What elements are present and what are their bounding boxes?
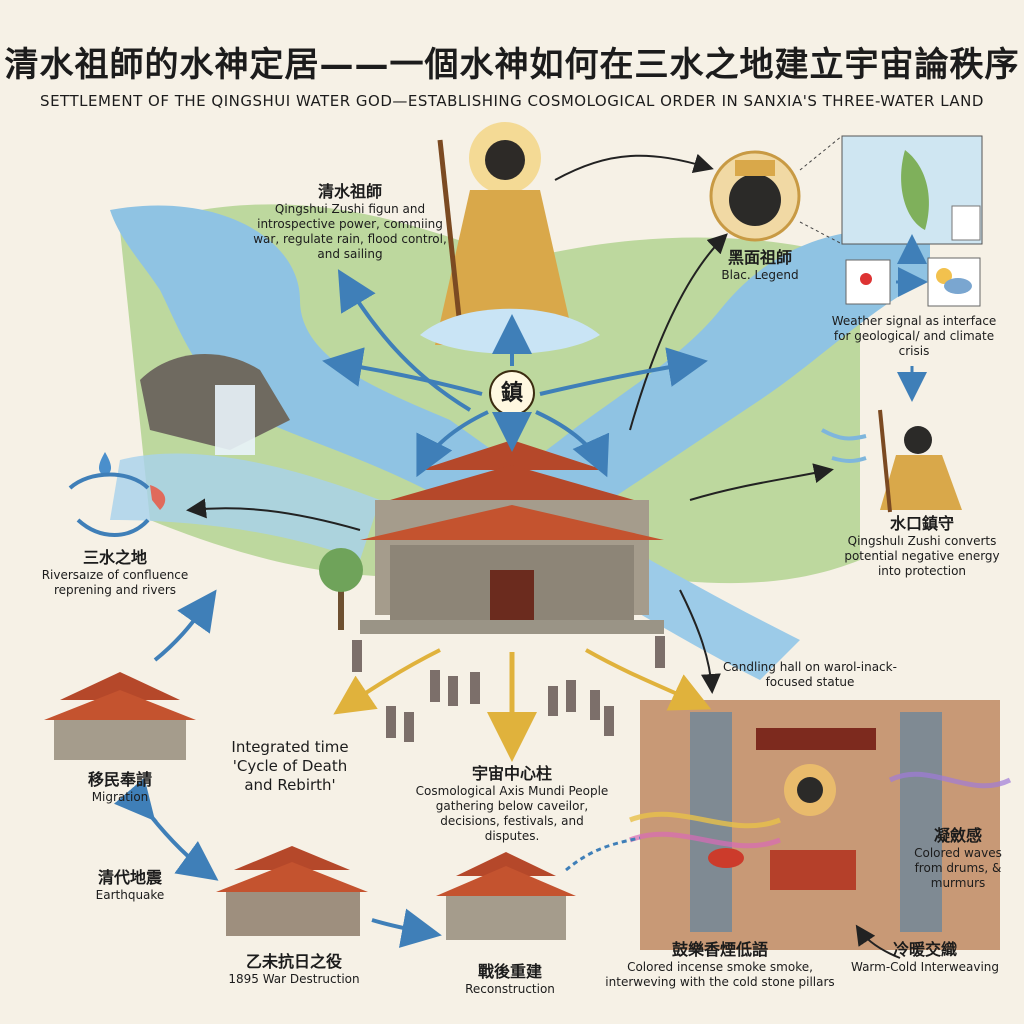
node-war-zh: 乙未抗日之役	[245, 952, 342, 971]
arrow-up-to-black	[629, 233, 728, 431]
temple-war	[216, 846, 368, 936]
node-black-en: Blac. Legend	[721, 268, 799, 282]
node-earthquake-en: Earthquake	[95, 888, 165, 902]
node-war: 乙未抗日之役 1895 War Destruction	[214, 952, 374, 987]
node-recon-en: Reconstruction	[465, 982, 555, 996]
node-drums-zh: 鼓樂香煙低語	[671, 940, 768, 959]
water-cycle-icon	[68, 452, 166, 537]
node-drums: 鼓樂香煙低語 Colored incense smoke smoke, inte…	[600, 940, 840, 990]
node-warmcold-zh: 冷暖交織	[892, 940, 957, 959]
river-right	[520, 228, 930, 520]
node-war-en: 1895 War Destruction	[228, 972, 360, 986]
central-temple	[360, 440, 664, 634]
node-ning: 凝斂感 Colored waves from drums, & murmurs	[906, 826, 1010, 891]
node-weather: Weather signal as interface for geologic…	[831, 314, 997, 358]
node-guard-en: Qingshulı Zushi converts potential negat…	[844, 534, 1000, 578]
node-time: Integrated time 'Cycle of Death and Rebi…	[231, 738, 349, 794]
node-zushi: 清水祖師 Qingshui Zushi figun and introspect…	[250, 182, 450, 262]
node-ning-en: Colored waves from drums, & murmurs	[914, 846, 1002, 890]
arrow-migration-earthquake	[148, 813, 219, 881]
seal-character: 鎮	[500, 381, 523, 406]
arrow-to-guard	[689, 463, 834, 501]
node-zushi-en: Qingshui Zushi figun and introspective p…	[253, 202, 447, 261]
node-migration-zh: 移民奉請	[87, 770, 152, 789]
arrow-deity-to-black	[554, 153, 714, 181]
node-drums-en: Colored incense smoke smoke, interweving…	[605, 960, 835, 989]
node-ning-zh: 凝斂感	[933, 826, 982, 845]
temple-migration	[44, 672, 196, 760]
node-warmcold-en: Warm-Cold Interweaving	[850, 960, 1000, 974]
node-axis: 宇宙中心柱 Cosmological Axis Mundi People gat…	[412, 764, 612, 844]
inner-hall	[629, 700, 1012, 950]
node-earthquake-zh: 清代地震	[97, 868, 162, 887]
deity-face	[485, 140, 525, 180]
node-warmcold: 冷暖交織 Warm-Cold Interweaving	[840, 940, 1010, 975]
arrow-war-recon	[371, 908, 442, 948]
node-black-zh: 黑面祖師	[727, 248, 792, 267]
node-migration-en: Migration	[91, 790, 149, 804]
title-english: SETTLEMENT OF THE QINGSHUI WATER GOD—EST…	[40, 92, 984, 110]
node-earthquake: 清代地震 Earthquake	[70, 868, 190, 903]
node-black: 黑面祖師 Blac. Legend	[700, 248, 820, 283]
node-hall: Candling hall on warol-inack-focused sta…	[723, 660, 897, 689]
node-recon-zh: 戰後重建	[477, 962, 542, 981]
node-sanshui-zh: 三水之地	[82, 548, 147, 567]
arrow-warmcold	[855, 924, 901, 959]
guardian-deity	[880, 455, 962, 510]
node-sanshui: 三水之地 Riversaıze of confluence reprening …	[30, 548, 200, 598]
temple-reconstruction	[436, 852, 576, 940]
node-axis-zh: 宇宙中心柱	[471, 764, 552, 783]
node-migration: 移民奉請 Migration	[60, 770, 180, 805]
node-zushi-zh: 清水祖師	[317, 182, 382, 201]
crowd	[352, 636, 665, 742]
deity-robe	[435, 190, 575, 345]
node-axis-en: Cosmological Axis Mundi People gathering…	[415, 784, 609, 843]
title-chinese: 清水祖師的水神定居——一個水神如何在三水之地建立宇宙論秩序	[4, 45, 1020, 85]
node-guard: 水口鎮守 Qingshulı Zushi converts potential …	[832, 514, 1012, 579]
node-guard-zh: 水口鎮守	[889, 514, 954, 533]
node-recon: 戰後重建 Reconstruction	[440, 962, 580, 997]
arrow-to-sanshui	[186, 498, 361, 531]
node-sanshui-en: Riversaıze of confluence reprening and r…	[41, 568, 189, 597]
